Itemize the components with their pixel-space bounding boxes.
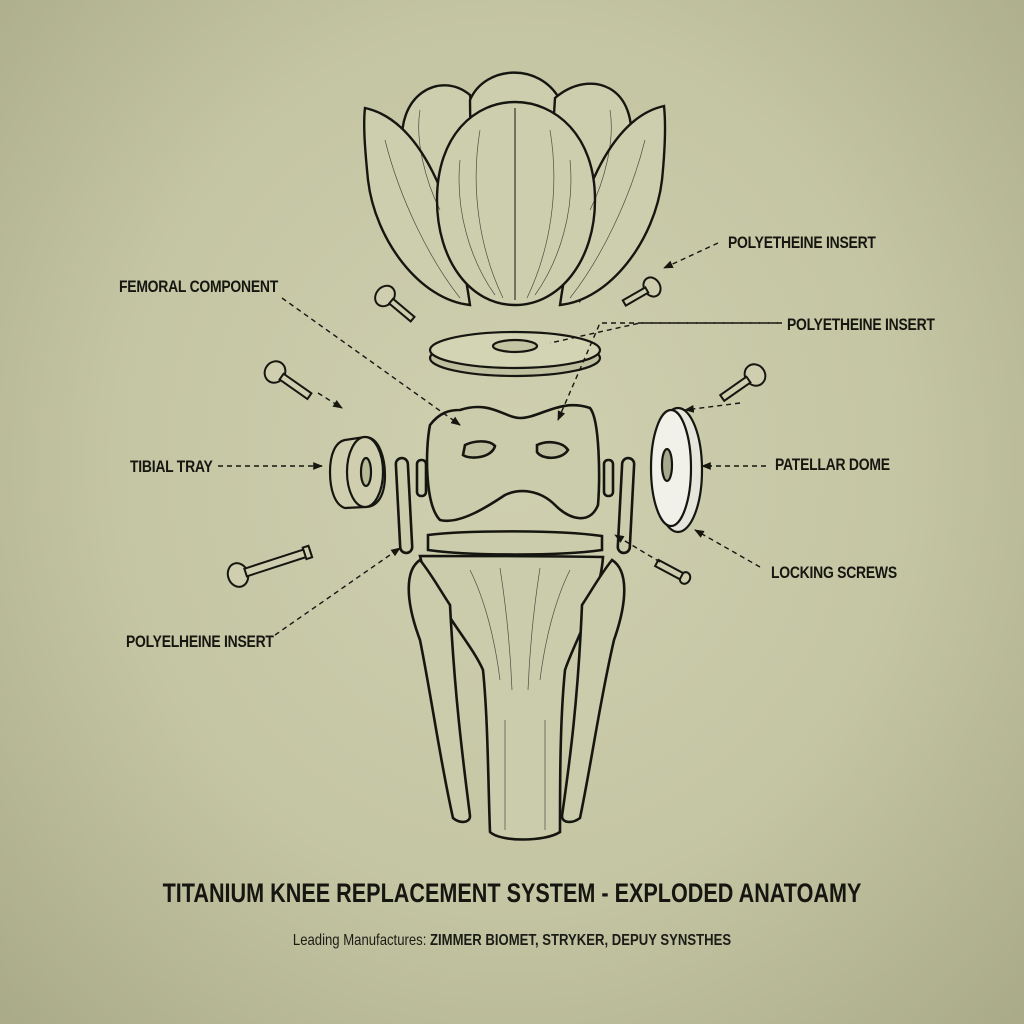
label-polyetheine-insert-top: POLYETHEINE INSERT: [728, 233, 876, 252]
screw-icons: [226, 276, 767, 588]
leader-lines: [218, 242, 782, 636]
tibia-illustration: [407, 530, 626, 841]
subtitle-prefix: Leading Manufactures:: [292, 932, 427, 949]
diagram-title: TITANIUM KNEE REPLACEMENT SYSTEM - EXPLO…: [162, 878, 862, 908]
label-tibial-tray: TIBIAL TRAY: [130, 457, 213, 476]
patellar-dome-illustration: [649, 406, 704, 534]
femoral-component-illustration: [394, 403, 636, 555]
label-locking-screws: LOCKING SCREWS: [771, 563, 897, 582]
label-femoral-component: FEMORAL COMPONENT: [119, 277, 278, 296]
label-polyelheine-insert: POLYELHEINE INSERT: [126, 632, 274, 651]
femoral-shell-illustration: [363, 71, 667, 307]
subtitle-manufacturers: ZIMMER BIOMET, STRYKER, DEPUY SYNSTHES: [430, 932, 732, 949]
tibial-tray-spacer: [328, 435, 387, 510]
label-polyetheine-insert-mid: POLYETHEINE INSERT: [787, 315, 935, 334]
diagram-subtitle: Leading Manufactures: ZIMMER BIOMET, STR…: [92, 932, 932, 950]
label-patellar-dome: PATELLAR DOME: [775, 455, 890, 474]
polyethylene-washer: [428, 330, 602, 378]
